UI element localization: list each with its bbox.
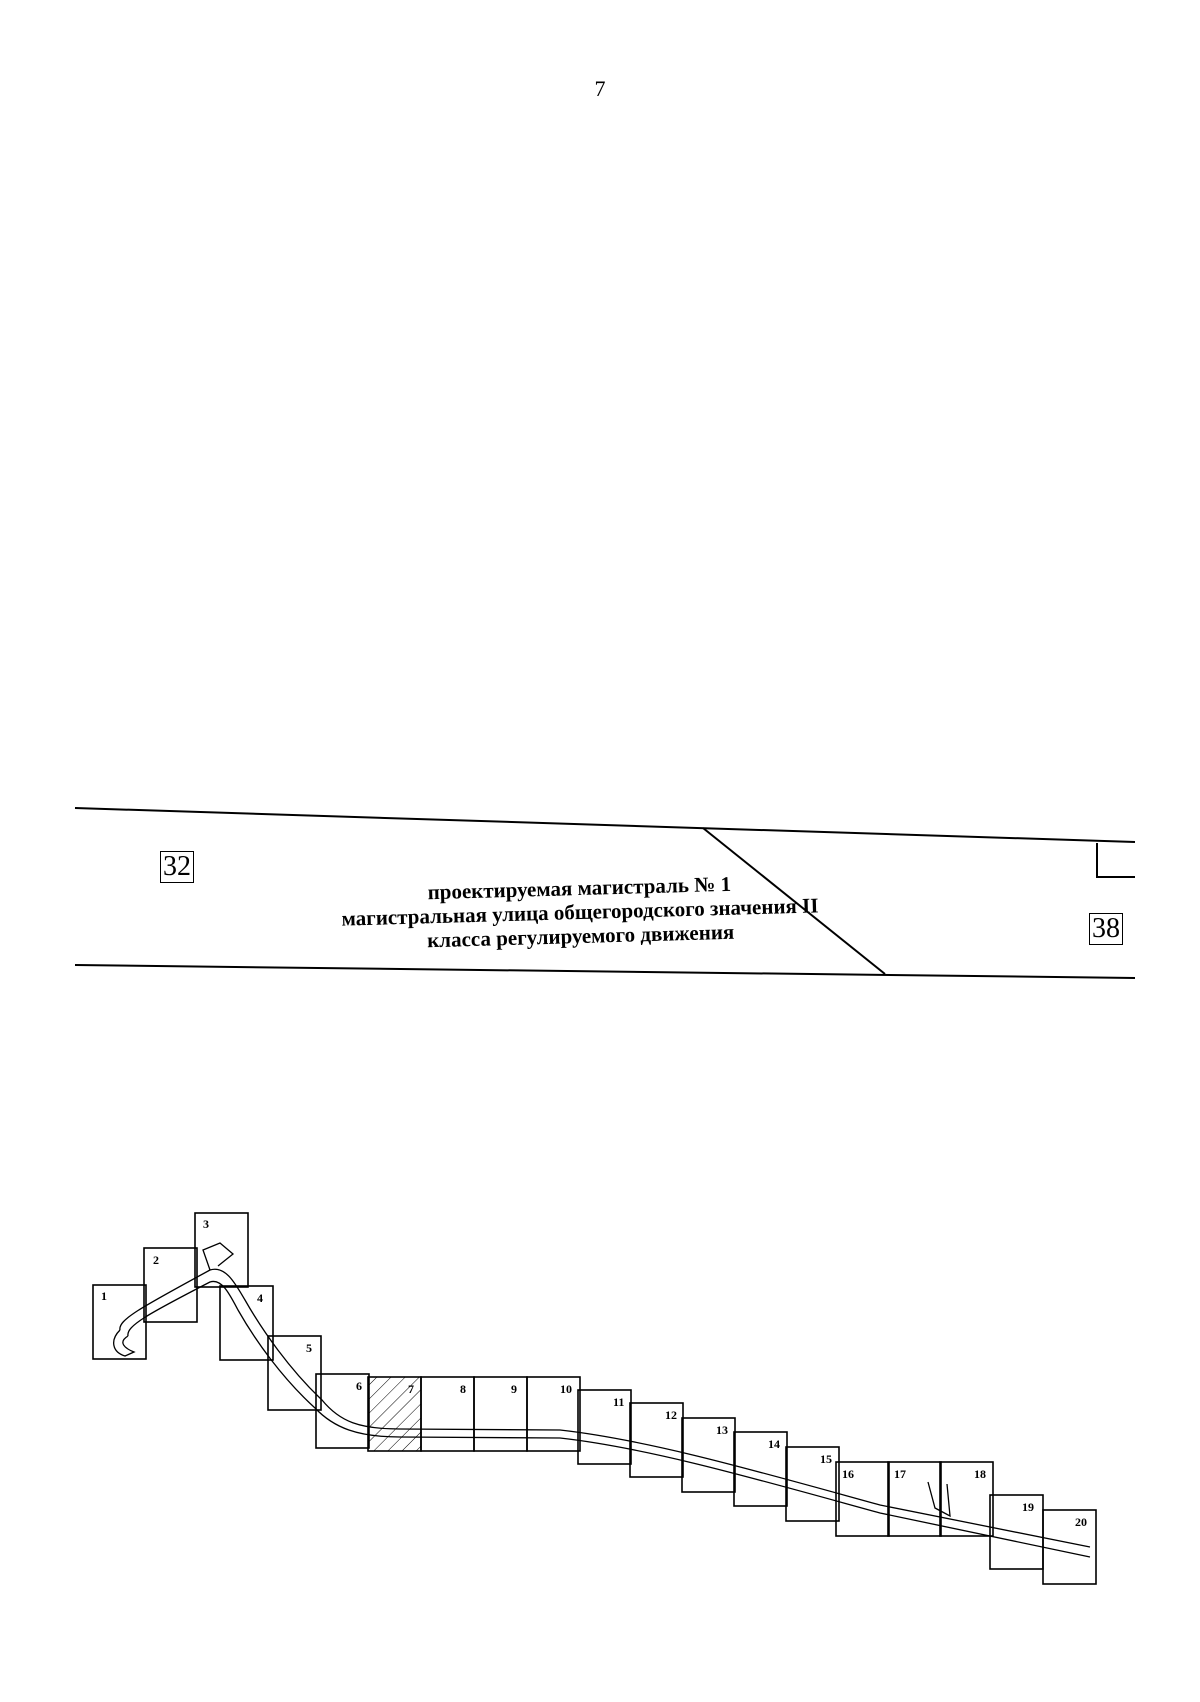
sheet-frame-2 — [143, 1247, 198, 1323]
sheet-frame-11 — [577, 1389, 632, 1465]
sheet-frames — [92, 1212, 1097, 1585]
sheet-frame-12 — [629, 1402, 684, 1478]
street-diagonal-boundary — [702, 827, 886, 975]
sheet-label-18: 18 — [974, 1467, 986, 1481]
street-bottom-boundary — [74, 964, 1136, 979]
building-corner-outline — [1096, 843, 1135, 878]
sheet-label-1: 1 — [101, 1289, 107, 1303]
block-label-left: 32 — [160, 851, 194, 883]
sheet-frame-10 — [526, 1376, 581, 1452]
sheet-label-3: 3 — [203, 1217, 209, 1231]
sheet-frame-1 — [92, 1284, 147, 1360]
sheet-frame-7 — [367, 1376, 422, 1452]
sheet-label-20: 20 — [1075, 1515, 1087, 1529]
sheet-label-10: 10 — [560, 1382, 572, 1396]
sheet-labels: 1 2 3 4 5 6 7 8 9 10 11 12 13 14 15 16 1… — [101, 1217, 1087, 1529]
sheet-frame-17 — [887, 1461, 942, 1537]
sheet-frame-4 — [219, 1285, 274, 1361]
sheet-frame-16 — [835, 1461, 890, 1537]
sheet-label-12: 12 — [665, 1408, 677, 1422]
page-number: 7 — [594, 76, 606, 101]
sheet-frame-5 — [267, 1335, 322, 1411]
road-alignment — [113, 1242, 1091, 1558]
street-top-boundary — [74, 807, 1136, 843]
sheet-label-9: 9 — [511, 1382, 517, 1396]
sheet-frame-9 — [473, 1376, 528, 1452]
sheet-label-16: 16 — [842, 1467, 854, 1481]
sheet-label-4: 4 — [257, 1291, 263, 1305]
sheet-frame-15 — [785, 1446, 840, 1522]
sheet-label-7: 7 — [408, 1382, 414, 1396]
street-fragment-drawing — [74, 807, 1136, 979]
sheet-frame-14 — [733, 1431, 788, 1507]
sheet-label-19: 19 — [1022, 1500, 1034, 1514]
sheet-label-17: 17 — [894, 1467, 906, 1481]
sheet-label-8: 8 — [460, 1382, 466, 1396]
sheet-frame-19 — [989, 1494, 1044, 1570]
sheet-label-15: 15 — [820, 1452, 832, 1466]
sheet-label-14: 14 — [768, 1437, 780, 1451]
sheet-frame-8 — [420, 1376, 475, 1452]
sheet-frame-18 — [939, 1461, 994, 1537]
sheet-label-13: 13 — [716, 1423, 728, 1437]
block-label-right: 38 — [1089, 913, 1123, 945]
sheet-label-6: 6 — [356, 1379, 362, 1393]
sheet-label-2: 2 — [153, 1253, 159, 1267]
sheet-frame-13 — [681, 1417, 736, 1493]
sheet-label-5: 5 — [306, 1341, 312, 1355]
sheet-frame-3 — [194, 1212, 249, 1288]
sheet-frame-6 — [315, 1373, 370, 1449]
sheet-frame-20 — [1042, 1509, 1097, 1585]
sheet-label-11: 11 — [613, 1395, 624, 1409]
